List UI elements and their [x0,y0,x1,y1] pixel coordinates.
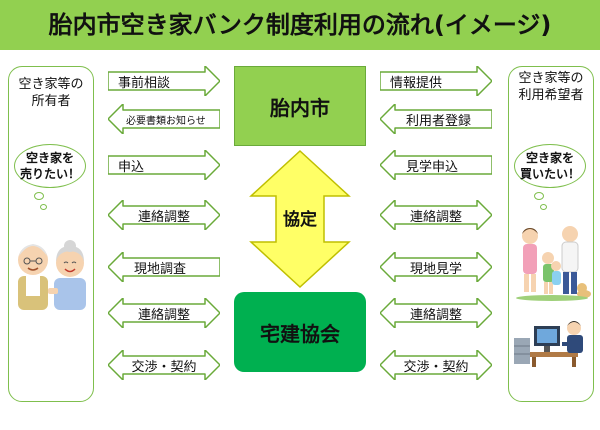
seeker-flow-arrow: 情報提供 [380,66,492,96]
owner-flow-arrow: 申込 [108,150,220,180]
family-illustration [516,226,591,301]
owner-bubble-line-1: 空き家を [25,151,74,165]
seeker-flow-arrow: 連絡調整 [380,298,492,328]
arrow-shape [380,350,492,380]
arrow-label: 連絡調整 [137,307,190,323]
seeker-title-line-1: 空き家等の [518,71,584,86]
owner-title-line-1: 空き家等の [18,77,84,92]
elderly-couple-illustration [18,240,86,310]
arrow-label: 連絡調整 [137,209,190,225]
arrow-label: 情報提供 [390,75,443,91]
arrow-shape [108,66,220,96]
seeker-bubble-tail [540,204,547,210]
owner-flow-arrow: 必要書類お知らせ [108,104,220,134]
arrow-label: 必要書類お知らせ [126,115,206,127]
title-banner [0,0,600,50]
seeker-bubble-line-1: 空き家を [525,151,574,165]
association-label: 宅建協会 [260,321,340,346]
owner-flow-arrow: 連絡調整 [108,298,220,328]
arrow-shape [108,104,220,134]
seeker-bubble-tail [534,192,544,200]
arrow-label: 現地調査 [134,261,187,277]
city-label: 胎内市 [270,95,330,120]
arrow-shape [380,66,492,96]
owner-flow-arrow: 交渉・契約 [108,350,220,380]
arrow-label: 利用者登録 [406,113,472,129]
arrow-label: 申込 [118,159,145,175]
owner-title-line-2: 所有者 [31,94,71,109]
agreement-label: 協定 [283,210,317,230]
arrow-shape [108,252,220,282]
seeker-flow-arrow: 現地見学 [380,252,492,282]
owner-bubble-tail [34,192,44,200]
arrow-shape [380,252,492,282]
seeker-flow-arrow: 連絡調整 [380,200,492,230]
city-box: 胎内市 [234,66,366,146]
owner-speech-bubble: 空き家を 売りたい！ [14,144,86,188]
seeker-title: 空き家等の 利用希望者 [508,70,594,104]
arrow-label: 交渉・契約 [131,359,197,375]
owner-panel [8,66,94,402]
owner-flow-arrow: 現地調査 [108,252,220,282]
association-box: 宅建協会 [234,292,366,372]
arrow-shape [380,150,492,180]
agreement-double-arrow [249,149,351,289]
arrow-label: 見学申込 [406,159,459,175]
arrow-label: 連絡調整 [409,307,462,323]
arrow-shape [380,104,492,134]
arrow-shape [108,350,220,380]
arrow-label: 交渉・契約 [403,359,469,375]
office-worker-illustration [514,321,583,367]
seeker-flow-arrow: 交渉・契約 [380,350,492,380]
seeker-flow-arrow: 利用者登録 [380,104,492,134]
arrow-shape [380,200,492,230]
seeker-title-line-2: 利用希望者 [518,88,584,103]
arrow-label: 連絡調整 [409,209,462,225]
seeker-flow-arrow: 見学申込 [380,150,492,180]
seeker-bubble-line-2: 買いたい！ [519,167,580,181]
owner-flow-arrow: 連絡調整 [108,200,220,230]
arrow-shape [108,298,220,328]
arrow-shape [108,150,220,180]
page-title: 胎内市空き家バンク制度利用の流れ(イメージ) [48,11,552,39]
arrow-label: 事前相談 [118,75,171,91]
owner-title: 空き家等の 所有者 [8,76,94,110]
seeker-speech-bubble: 空き家を 買いたい！ [514,144,586,188]
owner-bubble-tail [40,204,47,210]
owner-flow-arrow: 事前相談 [108,66,220,96]
arrow-shape [108,200,220,230]
arrow-shape [380,298,492,328]
owner-bubble-line-2: 売りたい！ [19,167,80,181]
arrow-label: 現地見学 [409,261,462,277]
